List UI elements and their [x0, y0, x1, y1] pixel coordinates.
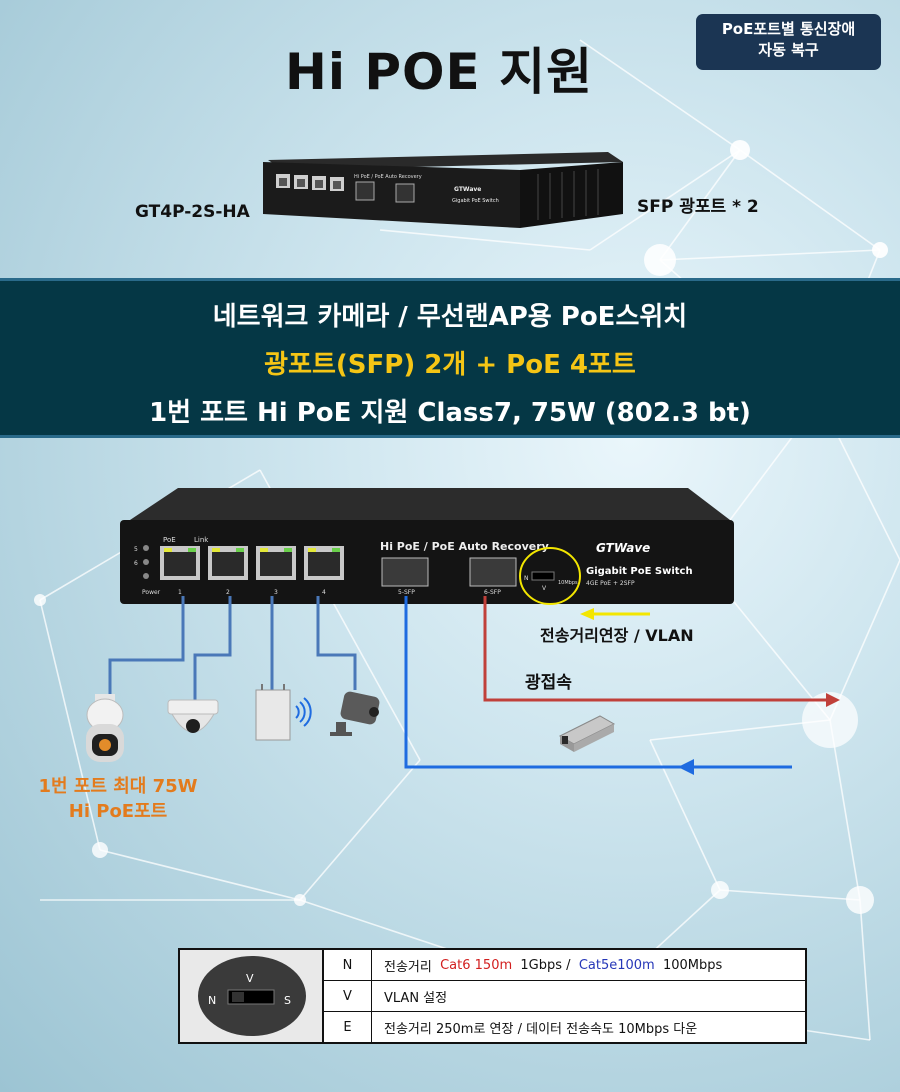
- mode-desc-prefix: 전송거리: [384, 959, 441, 975]
- sfp-module-icon: [558, 715, 616, 752]
- banner-line-1: 네트워크 카메라 / 무선랜AP용 PoE스위치: [212, 302, 688, 332]
- svg-text:GTWave: GTWave: [454, 186, 481, 193]
- brand-logo: GTWave: [596, 541, 650, 555]
- dip-label-v: V: [542, 585, 547, 592]
- bullet-camera-icon: [330, 691, 380, 736]
- fiber-out-arrow: [826, 693, 840, 707]
- mode-description: VLAN 설정: [384, 990, 448, 1006]
- mode-desc-mid: 1Gbps /: [512, 957, 579, 973]
- dip-mode-table: N V S N 전송거리 Cat6 150m 1Gbps / Cat5e100m…: [178, 948, 807, 1044]
- closeup-letter-n: N: [208, 994, 216, 1007]
- mode-rows: N 전송거리 Cat6 150m 1Gbps / Cat5e100m 100Mb…: [324, 950, 805, 1042]
- banner-line-2: 광포트(SFP) 2개 + PoE 4포트: [264, 350, 636, 380]
- dip-switch-closeup: N V S: [180, 950, 324, 1042]
- mode-key: E: [324, 1012, 372, 1042]
- dip-pointer-arrow: [580, 608, 594, 620]
- sfp-port-6: [469, 557, 517, 587]
- dip-label-10mbps: 10Mbps: [558, 580, 578, 586]
- port-number-3: 3: [274, 589, 278, 596]
- link-led-label: Link: [194, 536, 209, 544]
- wireless-ap-icon: [255, 684, 312, 741]
- page-title: Hi POE 지원: [285, 43, 594, 101]
- led-label-power: Power: [142, 589, 161, 596]
- badge-line-1: PoE포트별 통신장애: [721, 20, 856, 38]
- switch-front-panel: 5 6 Power PoE Link 1 2 3 4 Hi PoE / PoE …: [120, 488, 734, 605]
- sfp-count-label: SFP 광포트 * 2: [637, 197, 759, 217]
- product-spec: 4GE PoE + 2SFP: [586, 580, 635, 587]
- mode-row-e: E 전송거리 250m로 연장 / 데이터 전송속도 10Mbps 다운: [324, 1012, 805, 1042]
- dome-camera-icon: [167, 699, 219, 733]
- port-number-1: 1: [178, 589, 182, 596]
- sfp-port-6-label: 6-SFP: [484, 589, 501, 596]
- dip-switch-closeup-icon: N V S: [198, 956, 306, 1036]
- svg-text:Gigabit PoE Switch: Gigabit PoE Switch: [452, 198, 499, 204]
- port-group-label: Hi PoE / PoE Auto Recovery: [380, 540, 549, 553]
- auto-recovery-badge: PoE포트별 통신장애 자동 복구: [696, 14, 881, 70]
- dip-label-n: N: [524, 575, 529, 582]
- product-name: Gigabit PoE Switch: [586, 566, 693, 577]
- range-vlan-label: 전송거리연장 / VLAN: [540, 626, 694, 645]
- banner-line-3: 1번 포트 Hi PoE 지원 Class7, 75W (802.3 bt): [149, 398, 751, 428]
- closeup-letter-s: S: [284, 994, 291, 1007]
- mode-row-n: N 전송거리 Cat6 150m 1Gbps / Cat5e100m 100Mb…: [324, 950, 805, 981]
- fiber-out-line: [483, 596, 830, 702]
- port-number-4: 4: [322, 589, 326, 596]
- mode-key: N: [324, 950, 372, 980]
- port1-hipoe-label: 1번 포트 최대 75W Hi PoE포트: [28, 774, 208, 824]
- cat5e-distance: Cat5e100m: [578, 957, 655, 973]
- badge-line-2: 자동 복구: [758, 41, 819, 59]
- fiber-in-line: [404, 596, 792, 769]
- rj45-port-group: [160, 546, 344, 580]
- dip-switch: [531, 571, 555, 581]
- led-label-5: 5: [134, 546, 138, 553]
- port1-label-line-1: 1번 포트 최대 75W: [38, 776, 198, 797]
- cat6-distance: Cat6 150m: [440, 957, 513, 973]
- mode-description: 전송거리 Cat6 150m 1Gbps / Cat5e100m 100Mbps: [372, 950, 805, 980]
- port-number-2: 2: [226, 589, 230, 596]
- feature-banner: 네트워크 카메라 / 무선랜AP용 PoE스위치 광포트(SFP) 2개 + P…: [0, 278, 900, 438]
- poe-links: [108, 596, 357, 700]
- sfp-port-5: [381, 557, 429, 587]
- port1-label-line-2: Hi PoE포트: [68, 801, 168, 822]
- sfp-port-5-label: 5-SFP: [398, 589, 415, 596]
- fiber-in-arrow: [678, 759, 694, 775]
- closeup-letter-v: V: [246, 972, 254, 985]
- mode-desc-suffix: 100Mbps: [654, 957, 723, 973]
- model-name: GT4P-2S-HA: [135, 202, 250, 222]
- led-label-6: 6: [134, 560, 138, 567]
- switch-photo-small: Hi PoE / PoE Auto Recovery GTWave Gigabi…: [263, 152, 623, 228]
- dip-switch-highlight: [519, 547, 581, 605]
- mode-key: V: [324, 981, 372, 1011]
- mode-description: 전송거리 250m로 연장 / 데이터 전송속도 10Mbps 다운: [384, 1021, 698, 1037]
- fiber-connection-label: 광접속: [525, 673, 572, 693]
- poe-led-label: PoE: [163, 536, 176, 544]
- ptz-camera-icon: [86, 694, 124, 762]
- mode-row-v: V VLAN 설정: [324, 981, 805, 1012]
- svg-text:Hi PoE / PoE Auto Recovery: Hi PoE / PoE Auto Recovery: [354, 174, 422, 180]
